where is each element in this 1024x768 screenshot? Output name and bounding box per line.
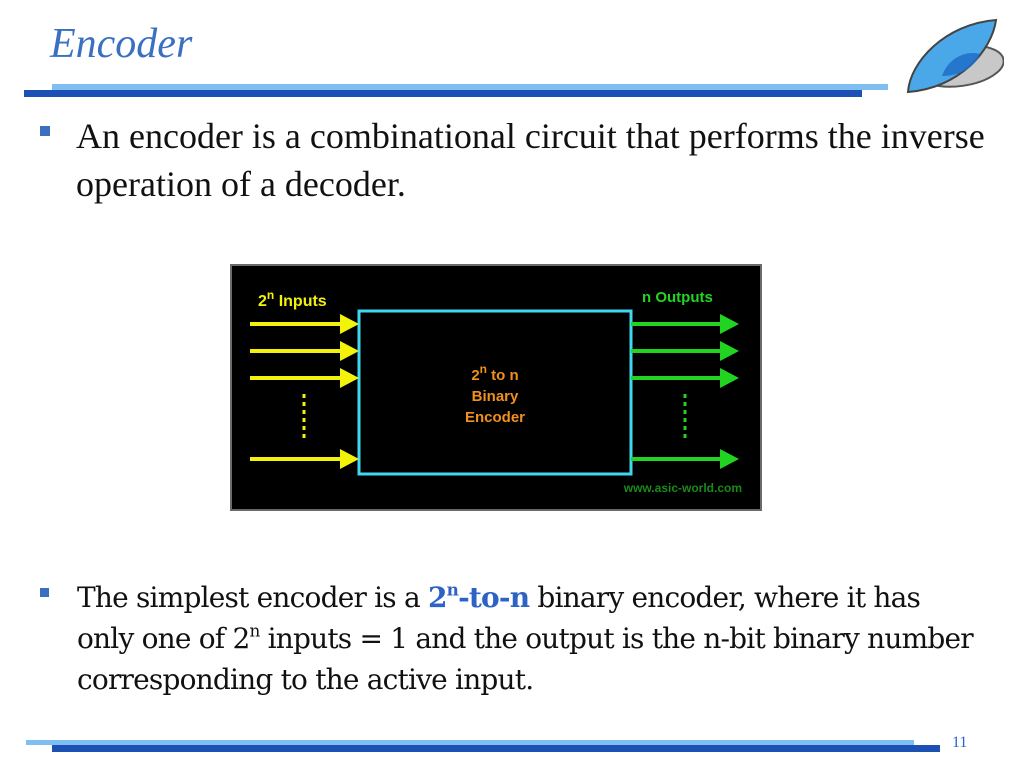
block-label-line1: 2n to n <box>471 362 518 384</box>
input-arrows <box>250 314 359 469</box>
bullet-2: The simplest encoder is a 2n-to-n binary… <box>40 577 980 700</box>
bullet-2-text: The simplest encoder is a 2n-to-n binary… <box>77 579 974 696</box>
outputs-label: n Outputs <box>642 289 713 306</box>
encoder-diagram: 2n Inputs n Outputs 2n to n Binary Encod… <box>230 264 762 511</box>
bullet-1: An encoder is a combinational circuit th… <box>40 112 1000 208</box>
encoder-block <box>357 309 633 476</box>
bullet-marker <box>40 126 50 136</box>
watermark-text: www.asic-world.com <box>623 481 742 495</box>
block-label: 2n to n Binary Encoder <box>465 362 525 426</box>
inputs-label: 2n Inputs <box>258 288 327 310</box>
block-label-line2: Binary <box>472 388 519 405</box>
footer-bar-dark <box>52 745 940 752</box>
output-arrow <box>631 314 739 334</box>
highlight-term: 2n-to-n <box>427 579 530 614</box>
input-arrow <box>250 368 359 388</box>
page-number: 11 <box>952 734 968 751</box>
title-underline-dark <box>24 90 862 97</box>
output-arrow <box>631 368 739 388</box>
bullet-marker <box>40 588 49 597</box>
input-arrow <box>250 314 359 334</box>
encoder-diagram-svg: 2n Inputs n Outputs 2n to n Binary Encod… <box>250 288 742 495</box>
slide-title: Encoder <box>50 21 193 67</box>
output-arrows <box>631 314 739 469</box>
output-arrow <box>631 449 739 469</box>
output-arrow <box>631 341 739 361</box>
input-arrow <box>250 449 359 469</box>
input-arrow <box>250 341 359 361</box>
block-label-line3: Encoder <box>465 409 525 426</box>
footer-bar-light <box>26 740 914 745</box>
title-underline-light <box>52 84 888 90</box>
logo-icon <box>906 18 1004 94</box>
bullet-1-text: An encoder is a combinational circuit th… <box>76 116 985 204</box>
